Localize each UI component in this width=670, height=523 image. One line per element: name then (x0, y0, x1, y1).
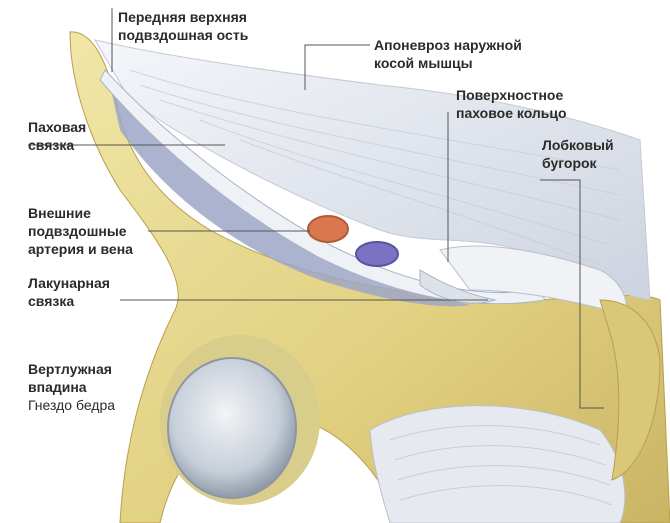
label-pubic-tubercle-line1: Лобковый (542, 137, 614, 153)
leader-lines (28, 8, 604, 409)
label-superficial-ring: Поверхностное паховое кольцо (456, 86, 567, 122)
label-asis: Передняя верхняя подвздошная ость (118, 8, 248, 44)
label-inguinal-ligament-line1: Паховая (28, 119, 87, 135)
label-acetabulum-line3: Гнездо бедра (28, 397, 116, 413)
acetabulum-surface (167, 357, 297, 499)
label-superficial-ring-line2: паховое кольцо (456, 105, 567, 121)
pubic-tubercle (599, 299, 661, 481)
lower-ligament-fibers (389, 425, 613, 506)
label-iliac-vessels: Внешние подвздошные артерия и вена (28, 204, 133, 258)
fascia-strip (110, 85, 470, 307)
leader-aponeurosis (304, 44, 370, 90)
label-lacunar-ligament-line1: Лакунарная (28, 275, 110, 291)
label-acetabulum-line2: впадина (28, 379, 87, 395)
label-acetabulum: Вертлужная впадина Гнездо бедра (28, 360, 115, 414)
label-superficial-ring-line1: Поверхностное (456, 87, 564, 103)
lacunar-ligament (419, 269, 497, 304)
label-acetabulum-line1: Вертлужная (28, 361, 112, 377)
label-aponeurosis-line2: косой мышцы (374, 55, 473, 71)
label-asis-line1: Передняя верхняя (118, 9, 247, 25)
label-pubic-tubercle-line2: бугорок (542, 155, 597, 171)
label-iliac-vessels-line1: Внешние (28, 205, 91, 221)
label-lacunar-ligament-line2: связка (28, 293, 75, 309)
label-iliac-vessels-line2: подвздошные (28, 223, 127, 239)
label-inguinal-ligament-line2: связка (28, 137, 75, 153)
external-iliac-artery (307, 215, 349, 243)
inguinal-ligament (99, 69, 546, 305)
aponeurosis-fibers (129, 69, 621, 266)
leader-pubic-tubercle (540, 179, 604, 409)
external-iliac-vein (355, 241, 399, 267)
label-inguinal-ligament: Паховая связка (28, 118, 86, 154)
label-aponeurosis: Апоневроз наружной косой мышцы (374, 36, 522, 72)
label-pubic-tubercle: Лобковый бугорок (542, 136, 614, 172)
label-asis-line2: подвздошная ость (118, 27, 249, 43)
label-aponeurosis-line1: Апоневроз наружной (374, 37, 522, 53)
label-lacunar-ligament: Лакунарная связка (28, 274, 110, 310)
label-iliac-vessels-line3: артерия и вена (28, 241, 133, 257)
